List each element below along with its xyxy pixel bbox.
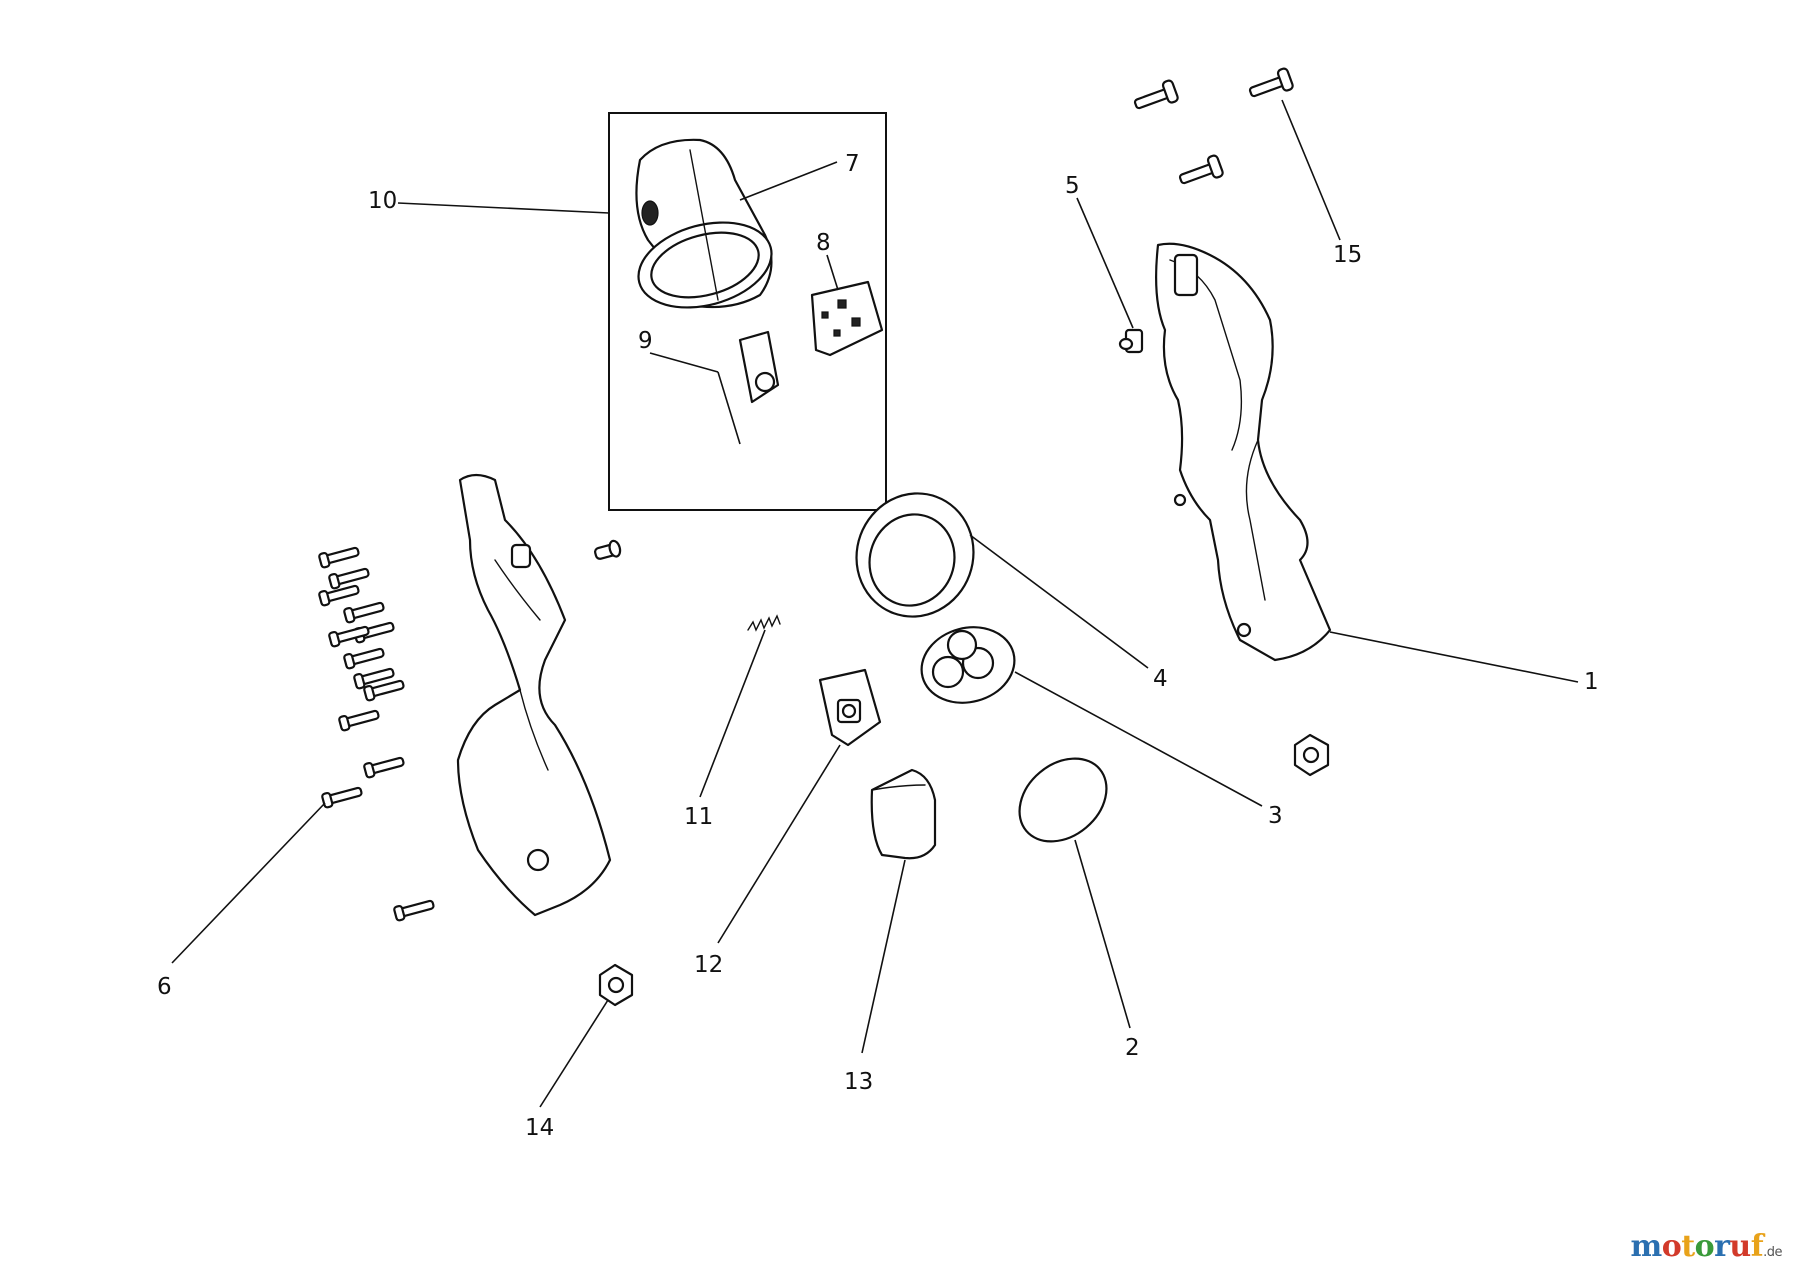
callout-1: 1 xyxy=(1584,669,1599,695)
part-7-lamp-housing xyxy=(635,138,773,309)
callout-10: 10 xyxy=(368,188,397,214)
part-8-circuit-plate xyxy=(810,280,884,357)
leader-10 xyxy=(397,202,610,214)
watermark-letters: motoruf xyxy=(1630,1229,1763,1264)
callout-8: 8 xyxy=(816,230,831,256)
leader-14 xyxy=(539,999,609,1108)
part-15-screws xyxy=(1133,67,1294,185)
watermark-letter: u xyxy=(1729,1229,1751,1264)
leader-11 xyxy=(699,629,766,798)
watermark-letter: o xyxy=(1661,1229,1682,1264)
part-13-switch-button xyxy=(870,768,937,860)
part-11-spring xyxy=(747,614,781,632)
part-12-switch xyxy=(818,668,882,747)
leader-13 xyxy=(861,859,906,1054)
subassembly-box xyxy=(608,112,887,511)
leader-1 xyxy=(1329,631,1579,683)
leader-7 xyxy=(739,161,838,201)
watermark-letter: o xyxy=(1694,1229,1715,1264)
callout-5: 5 xyxy=(1065,173,1080,199)
part-3-led-lens xyxy=(920,626,1016,704)
part-14-nut xyxy=(598,963,634,1007)
leader-3 xyxy=(1014,671,1263,807)
watermark-tld: .de xyxy=(1763,1245,1782,1260)
leader-5 xyxy=(1076,197,1134,329)
part-4-ring xyxy=(855,492,975,618)
nut-right xyxy=(1293,733,1330,777)
part-1-right-housing xyxy=(1155,242,1332,662)
callout-3: 3 xyxy=(1268,803,1283,829)
part-6-screws xyxy=(318,546,435,922)
leader-lines xyxy=(171,99,1579,1108)
watermark-letter: t xyxy=(1681,1229,1695,1264)
pin-left xyxy=(594,539,622,560)
watermark-letter: r xyxy=(1714,1229,1730,1264)
callout-2: 2 xyxy=(1125,1035,1140,1061)
watermark-letter: m xyxy=(1630,1229,1662,1264)
leader-8 xyxy=(826,254,839,291)
watermark-letter: f xyxy=(1750,1229,1764,1264)
callout-15: 15 xyxy=(1333,242,1362,268)
leader-2 xyxy=(1074,839,1131,1029)
callout-9: 9 xyxy=(638,328,653,354)
part-5-pin xyxy=(1118,328,1144,354)
part-2-lens-cover xyxy=(1018,757,1108,843)
callout-13: 13 xyxy=(844,1069,873,1095)
callout-6: 6 xyxy=(157,974,172,1000)
callout-4: 4 xyxy=(1153,666,1168,692)
leader-15 xyxy=(1281,99,1341,241)
watermark-logo: motoruf.de xyxy=(1630,1229,1782,1264)
callout-14: 14 xyxy=(525,1115,554,1141)
leader-12 xyxy=(717,744,841,944)
callout-12: 12 xyxy=(694,952,723,978)
leader-9b xyxy=(717,371,741,445)
callouts: 1 2 3 4 5 6 7 8 9 10 11 12 13 14 15 xyxy=(157,151,1599,1141)
part-9-switch-board xyxy=(738,330,780,404)
leader-6 xyxy=(171,802,326,964)
leader-4 xyxy=(969,534,1149,669)
callout-7: 7 xyxy=(845,151,860,177)
callout-11: 11 xyxy=(684,804,713,830)
part-left-housing xyxy=(456,473,612,917)
leader-9 xyxy=(649,352,719,373)
